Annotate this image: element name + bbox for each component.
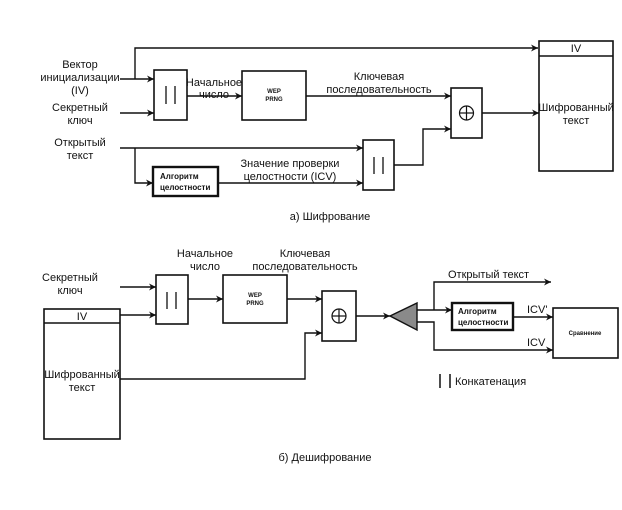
input-ciphertext-label-2: текст	[69, 382, 96, 394]
wep-prng-box	[241, 70, 307, 121]
integrity-algorithm-box-2	[450, 301, 515, 332]
seed-label-1: Начальное	[186, 77, 242, 89]
dec-seed-label-2: число	[190, 261, 220, 273]
icv-out-arrow	[417, 321, 553, 354]
dec-prng-label-2: PRNG	[246, 301, 264, 307]
concat-box-3	[155, 274, 189, 325]
dec-secret-key-label-2: ключ	[57, 285, 82, 297]
dec-seed-label-1: Начальное	[177, 248, 233, 260]
seed-label-2: число	[199, 89, 229, 101]
xor-box-1	[450, 87, 483, 139]
plaintext-out-arrow	[433, 278, 551, 310]
input-ciphertext-label-1: Шифрованный	[44, 369, 120, 381]
iv-input-label-3: (IV)	[71, 85, 89, 97]
prng-label-1: WEP	[267, 89, 281, 95]
icv-label-1: Значение проверки	[241, 158, 340, 170]
dec-ciphertext-arrow	[120, 329, 322, 380]
dec-keystream-label-1: Ключевая	[280, 248, 331, 260]
prng-label-2: PRNG	[265, 97, 283, 103]
iv-input-label-2: инициализации	[40, 72, 119, 84]
legend: Конкатенация	[439, 374, 526, 388]
integrity-algorithm-box-1	[151, 165, 220, 198]
keystream-label-1: Ключевая	[354, 71, 405, 83]
encrypted-input-box	[43, 308, 121, 440]
dec-secret-key-label-1: Секретный	[42, 272, 98, 284]
iv-input-label-1: Вектор	[62, 59, 98, 71]
iv-bypass-arrow	[134, 44, 538, 79]
plaintext-label-1: Открытый	[54, 137, 106, 149]
decryption-section: Секретный ключ IV Шифрованный текст Нача…	[42, 248, 619, 464]
dec-integrity-label-2: целостности	[458, 318, 508, 327]
decryption-caption: б) Дешифрование	[278, 452, 371, 464]
icv-label: ICV	[527, 337, 546, 349]
encryption-section: Вектор инициализации (IV) Секретный ключ…	[40, 40, 614, 223]
dec-integrity-label-1: Алгоритм	[458, 307, 497, 316]
encrypted-output-box	[538, 40, 614, 172]
concat-icon	[373, 157, 384, 174]
concat-icon	[165, 86, 176, 104]
output-ciphertext-label-2: текст	[563, 115, 590, 127]
secret-key-label-1: Секретный	[52, 102, 108, 114]
legend-label: Конкатенация	[455, 376, 526, 388]
xor-icon	[331, 308, 347, 324]
icv-label-2: целостности (ICV)	[244, 171, 337, 183]
plaintext-to-integrity-arrow	[134, 148, 153, 187]
concat-box-2	[362, 139, 395, 191]
icv-prime-label: ICV'	[527, 304, 547, 316]
compare-label: Сравнение	[569, 331, 602, 337]
dec-wep-prng-box	[222, 274, 288, 324]
concat-to-xor-arrow	[394, 125, 451, 166]
splitter-triangle-icon	[388, 301, 418, 332]
concat-icon	[166, 292, 177, 309]
concat-legend-icon	[439, 374, 451, 388]
plaintext-out-label: Открытый текст	[448, 269, 529, 281]
integrity-label-2: целостности	[160, 183, 210, 192]
concat-box-1	[153, 69, 188, 121]
plaintext-label-2: текст	[67, 150, 94, 162]
keystream-label-2: последовательность	[326, 84, 432, 96]
secret-key-label-2: ключ	[67, 115, 92, 127]
dec-prng-label-1: WEP	[248, 293, 262, 299]
xor-icon	[458, 105, 475, 121]
input-iv-label: IV	[77, 311, 88, 323]
output-ciphertext-label-1: Шифрованный	[538, 102, 614, 114]
integrity-label-1: Алгоритм	[160, 172, 199, 181]
dec-keystream-label-2: последовательность	[252, 261, 358, 273]
output-iv-label: IV	[571, 43, 582, 55]
encryption-caption: а) Шифрование	[290, 211, 371, 223]
compare-box	[552, 307, 619, 359]
